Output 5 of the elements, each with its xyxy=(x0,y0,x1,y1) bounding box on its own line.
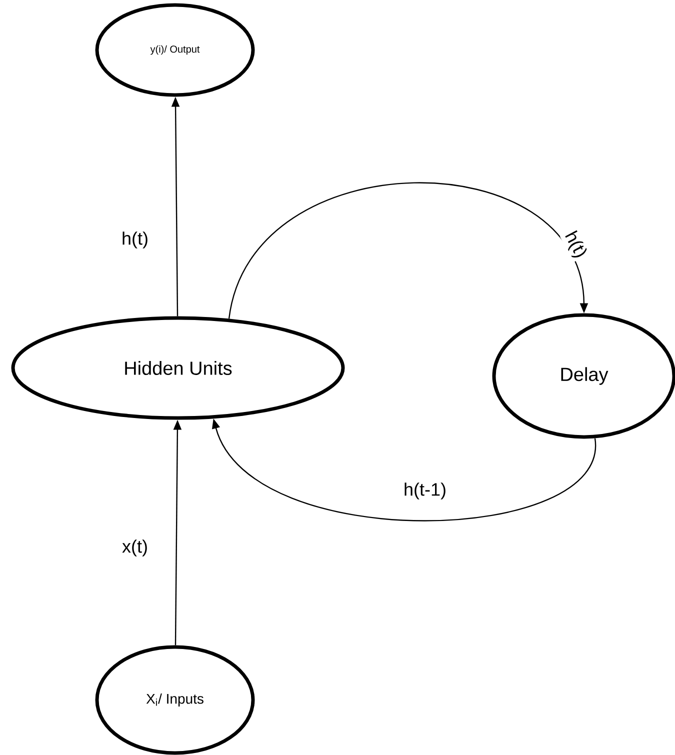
arrow xyxy=(228,182,588,319)
edge-label: h(t) xyxy=(120,230,150,250)
edge-label: h(t) xyxy=(560,228,590,262)
edge-label: h(t-1) xyxy=(402,482,448,500)
edge-label: x(t) xyxy=(121,538,149,558)
